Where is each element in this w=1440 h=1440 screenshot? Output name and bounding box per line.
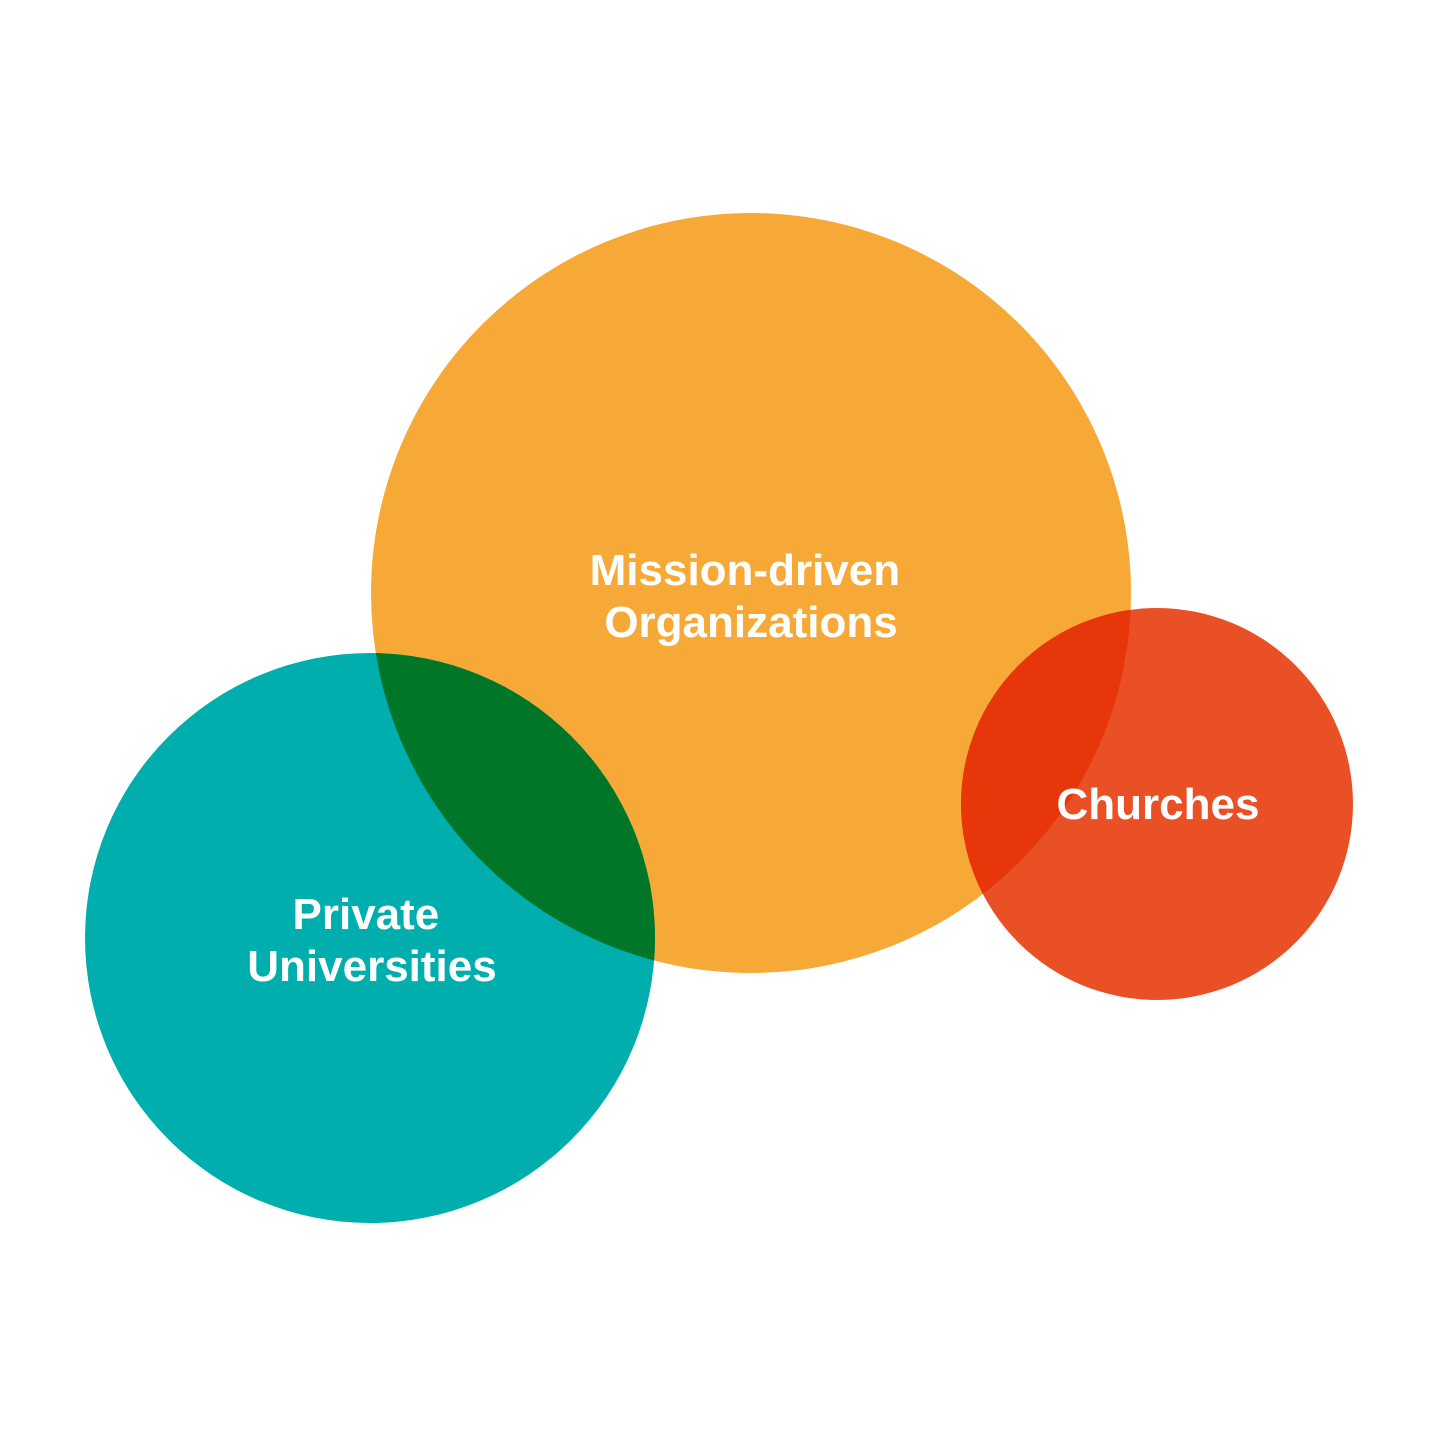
label-private-universities: Private Universities (247, 890, 496, 991)
label-line: Organizations (604, 598, 897, 647)
overlap-mission-universities (371, 653, 655, 973)
label-line: Private (293, 890, 440, 939)
label-churches: Churches (1057, 780, 1260, 829)
label-line: Mission-driven (590, 546, 901, 595)
label-line: Universities (247, 942, 496, 991)
label-line: Churches (1057, 780, 1260, 829)
label-mission-driven-organizations: Mission-driven Organizations (590, 546, 913, 647)
